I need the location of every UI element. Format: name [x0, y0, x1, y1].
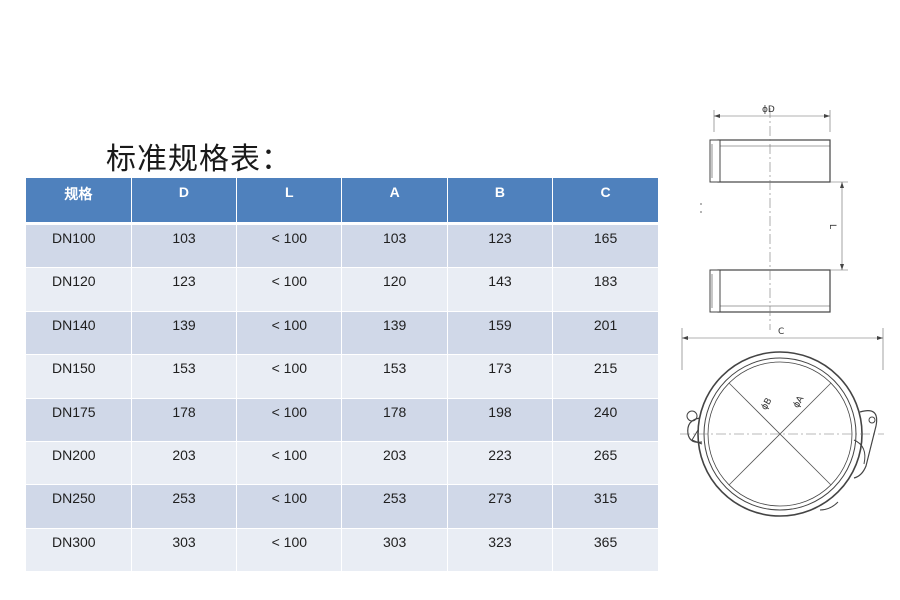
- table-row: DN250 253 < 100 253 273 315: [26, 484, 658, 529]
- cell-l: < 100: [236, 528, 343, 573]
- front-view-outer-label: ϕA: [792, 394, 807, 410]
- header-c: C: [552, 178, 658, 225]
- cell-b: 323: [447, 528, 554, 573]
- front-view-inner-label: ϕB: [760, 396, 775, 412]
- page-title: 标准规格表：: [106, 142, 292, 177]
- cell-c: 315: [552, 484, 658, 529]
- cell-d: 139: [131, 311, 238, 356]
- cell-c: 265: [552, 441, 658, 486]
- cell-l: < 100: [236, 311, 343, 356]
- cell-spec: DN150: [26, 354, 132, 399]
- side-view-length-label: L: [827, 224, 837, 229]
- cell-d: 178: [131, 398, 238, 442]
- front-view-width-label: C: [778, 327, 784, 337]
- cell-spec: DN100: [26, 223, 132, 269]
- cell-d: 253: [131, 484, 238, 529]
- cell-c: 183: [552, 267, 658, 312]
- cell-a: 103: [341, 223, 448, 269]
- header-l: L: [236, 178, 343, 225]
- cell-l: < 100: [236, 484, 343, 529]
- cell-d: 103: [131, 223, 238, 269]
- cell-a: 178: [341, 398, 448, 442]
- table-row: DN175 178 < 100 178 198 240: [26, 398, 658, 442]
- cell-l: < 100: [236, 223, 343, 269]
- cell-d: 203: [131, 441, 238, 486]
- cell-d: 153: [131, 354, 238, 399]
- cell-c: 201: [552, 311, 658, 356]
- side-view: [700, 108, 848, 330]
- cell-c: 365: [552, 528, 658, 573]
- table-row: DN120 123 < 100 120 143 183: [26, 267, 658, 312]
- cell-a: 139: [341, 311, 448, 356]
- cell-l: < 100: [236, 441, 343, 486]
- table-row: DN150 153 < 100 153 173 215: [26, 354, 658, 399]
- cell-b: 143: [447, 267, 554, 312]
- table-row: DN100 103 < 100 103 123 165: [26, 223, 658, 269]
- cell-a: 120: [341, 267, 448, 312]
- header-a: A: [341, 178, 448, 225]
- front-view: [680, 328, 884, 517]
- table-row: DN300 303 < 100 303 323 365: [26, 528, 658, 573]
- cell-b: 123: [447, 223, 554, 269]
- cell-a: 303: [341, 528, 448, 573]
- cell-spec: DN300: [26, 528, 132, 573]
- cell-b: 198: [447, 398, 554, 442]
- table-row: DN140 139 < 100 139 159 201: [26, 311, 658, 356]
- header-spec: 规格: [26, 178, 132, 225]
- cell-d: 123: [131, 267, 238, 312]
- cell-d: 303: [131, 528, 238, 573]
- cell-spec: DN175: [26, 398, 132, 442]
- cell-l: < 100: [236, 267, 343, 312]
- header-d: D: [131, 178, 238, 225]
- header-b: B: [447, 178, 554, 225]
- side-view-diameter-label: ϕD: [762, 105, 775, 115]
- cell-a: 153: [341, 354, 448, 399]
- cell-l: < 100: [236, 398, 343, 442]
- cell-a: 253: [341, 484, 448, 529]
- cell-c: 240: [552, 398, 658, 442]
- clamp-technical-drawing: ϕD L C ϕB ϕA: [680, 105, 884, 517]
- cell-spec: DN200: [26, 441, 132, 486]
- cell-spec: DN140: [26, 311, 132, 356]
- cell-c: 165: [552, 223, 658, 269]
- table-row: DN200 203 < 100 203 223 265: [26, 441, 658, 486]
- cell-l: < 100: [236, 354, 343, 399]
- cell-b: 273: [447, 484, 554, 529]
- cell-spec: DN250: [26, 484, 132, 529]
- table-header-row: 规格 D L A B C: [26, 178, 658, 225]
- spec-table: 规格 D L A B C DN100 103 < 100 103 123 165…: [26, 178, 658, 573]
- cell-a: 203: [341, 441, 448, 486]
- cell-b: 159: [447, 311, 554, 356]
- cell-b: 173: [447, 354, 554, 399]
- cell-b: 223: [447, 441, 554, 486]
- cell-spec: DN120: [26, 267, 132, 312]
- cell-c: 215: [552, 354, 658, 399]
